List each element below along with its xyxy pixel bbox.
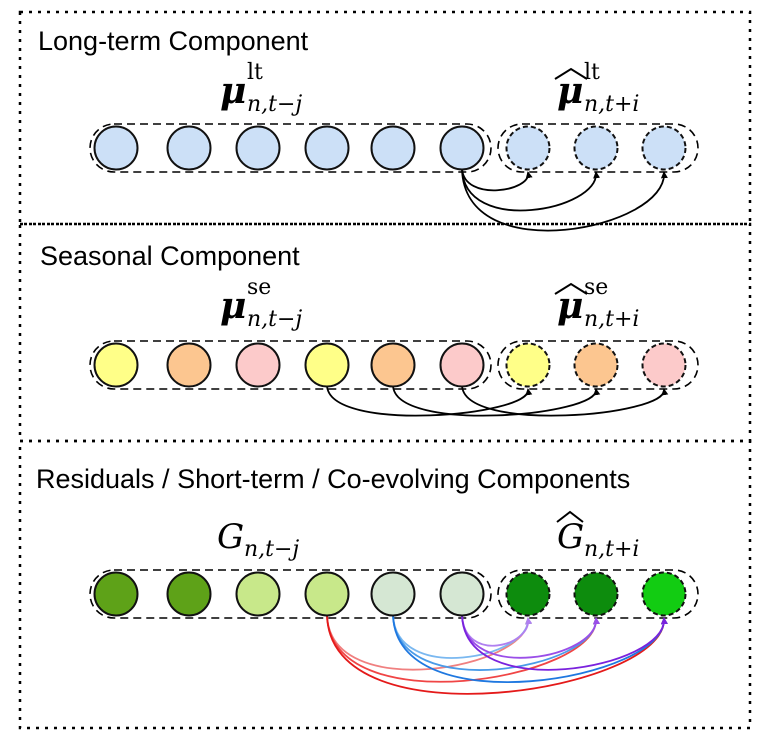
dependency-arrow xyxy=(326,614,668,695)
future-label-base: μ xyxy=(557,285,583,327)
past-label-sup: se xyxy=(247,275,271,300)
future-node xyxy=(641,125,687,171)
dependency-edges xyxy=(326,614,668,695)
panel-border xyxy=(18,222,752,443)
future-node xyxy=(505,342,551,388)
dependency-edges xyxy=(461,168,668,232)
panel-title: Long-term Component xyxy=(38,26,309,56)
past-node xyxy=(93,342,139,388)
future-label: μ lt n,t+i xyxy=(554,60,639,117)
past-label: μ lt n,t−j xyxy=(220,60,302,117)
past-node xyxy=(166,342,212,388)
past-window xyxy=(89,340,492,390)
dependency-arrow xyxy=(461,385,669,417)
past-label-sub: n,t−j xyxy=(244,537,299,562)
time-nodes xyxy=(93,571,687,617)
past-node xyxy=(439,342,485,388)
past-node xyxy=(166,125,212,171)
past-node xyxy=(370,125,416,171)
past-node xyxy=(439,571,485,617)
hat-mark xyxy=(554,282,588,295)
dependency-arrow xyxy=(392,614,668,683)
past-node xyxy=(439,125,485,171)
panel-title: Residuals / Short-term / Co-evolving Com… xyxy=(36,464,630,494)
dependency-arrow xyxy=(461,614,668,671)
dependency-arrow xyxy=(326,614,600,683)
past-node xyxy=(304,342,350,388)
future-node xyxy=(573,125,619,171)
past-node xyxy=(93,571,139,617)
past-label-sub: n,t−j xyxy=(247,92,302,117)
past-label-sub: n,t−j xyxy=(247,307,302,332)
past-window xyxy=(89,569,492,619)
past-node xyxy=(370,342,416,388)
dependency-arrow xyxy=(461,168,668,232)
future-node xyxy=(573,342,619,388)
past-label-base: μ xyxy=(220,285,246,327)
dependency-arrow xyxy=(461,614,601,659)
past-label: μ se n,t−j xyxy=(220,275,302,332)
past-node xyxy=(93,125,139,171)
time-nodes xyxy=(93,125,687,171)
past-node xyxy=(370,571,416,617)
past-node xyxy=(235,125,281,171)
future-label-sub: n,t+i xyxy=(584,307,639,332)
panel-title: Seasonal Component xyxy=(40,241,300,271)
future-node xyxy=(641,571,687,617)
panel-long-term: Long-term Component μ lt n,t−j μ lt n,t+… xyxy=(18,10,752,232)
future-label-sup: se xyxy=(584,275,608,300)
future-node xyxy=(641,342,687,388)
past-label-base: μ xyxy=(220,70,246,112)
time-nodes xyxy=(93,342,687,388)
panel-seasonal: Seasonal Component μ se n,t−j μ se n,t+i xyxy=(18,222,752,443)
past-node xyxy=(166,571,212,617)
past-node xyxy=(235,571,281,617)
future-label-base: G xyxy=(557,517,584,557)
past-node xyxy=(235,342,281,388)
future-label-sup: lt xyxy=(584,60,600,85)
future-node xyxy=(505,125,551,171)
future-node xyxy=(573,571,619,617)
past-node xyxy=(304,125,350,171)
panel-border xyxy=(18,10,752,226)
past-window xyxy=(89,123,492,173)
future-label-sub: n,t+i xyxy=(584,537,639,562)
dependency-arrow xyxy=(392,614,600,671)
dependency-arrow xyxy=(326,385,533,417)
future-label-base: μ xyxy=(557,70,583,112)
hat-mark xyxy=(556,510,584,523)
future-label: μ se n,t+i xyxy=(554,275,639,332)
panel-border xyxy=(18,439,752,730)
dependency-edges xyxy=(326,385,669,417)
hat-mark xyxy=(554,67,588,80)
dependency-arrow xyxy=(461,168,601,212)
past-node xyxy=(304,571,350,617)
dependency-arrow xyxy=(392,385,601,417)
future-node xyxy=(505,571,551,617)
past-label: G n,t−j xyxy=(217,517,299,562)
future-label-sub: n,t+i xyxy=(584,92,639,117)
future-label: G n,t+i xyxy=(556,510,639,562)
dependency-arrow xyxy=(392,614,533,659)
past-label-base: G xyxy=(217,517,244,557)
dependency-arrow xyxy=(461,168,533,192)
panel-residuals: Residuals / Short-term / Co-evolving Com… xyxy=(18,439,752,730)
past-label-sup: lt xyxy=(247,60,263,85)
